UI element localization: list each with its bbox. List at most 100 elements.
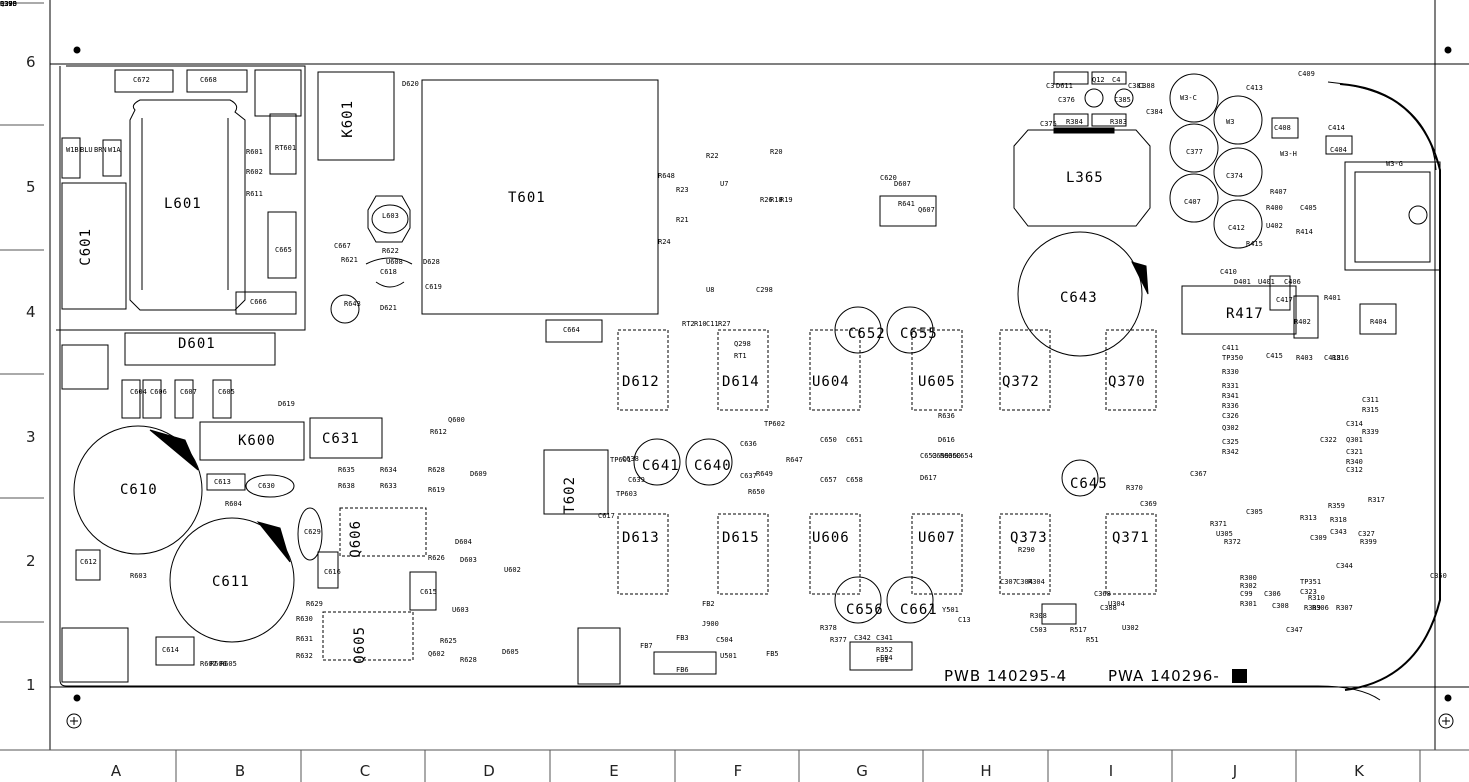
component-label-small: FB7 [640,642,653,650]
component-label-small: C342 [854,634,871,642]
component-label-small: TP601 [610,456,632,464]
row-label-5: 5 [26,178,36,196]
component-label-small: C381 [1128,82,1145,90]
component-label-small: R635 [940,452,957,460]
component-label-small: C665 [275,246,292,254]
component-label-small: R407 [1270,188,1287,196]
component-label-large: Q370 [1108,374,1146,390]
component-label-small: R352 [876,646,893,654]
component-label-small: C660 [944,452,961,460]
component-label-small: R622 [382,247,399,255]
component-label-large: U606 [812,530,850,546]
component-label-small: D395 [0,0,17,8]
component-label-small: R603 [130,572,147,580]
component-label-small: C13 [958,616,971,624]
component-label-small: Q301 [1346,436,1363,444]
component-label-large: T602 [562,476,578,514]
component-label-small: Q602 [428,650,445,658]
component-label-small: R20 [770,148,783,156]
component-label-small: R359 [1328,502,1345,510]
component-label-small: C654 [956,452,973,460]
component-label-large: C610 [120,482,158,498]
component-label-small: R628 [428,466,445,474]
component-label-small: C384 [1146,108,1163,116]
component-label-small: C636 [740,440,757,448]
component-label-large: T601 [508,190,546,206]
component-label-small: C343 [1330,528,1347,536]
component-label-small: R336 [1222,402,1239,410]
component-label-small: R399 [1360,538,1377,546]
component-label-large: C601 [78,228,94,266]
component-label-small: C306 [1264,590,1281,598]
component-label-small: C659 [932,452,949,460]
component-label-small: C664 [563,326,580,334]
component-label-small: U305 [1216,530,1233,538]
component-label-large: Q605 [352,626,368,664]
component-label-small: TP350 [1222,354,1244,362]
component-label-small: R415 [1246,240,1263,248]
pwb-label: PWB 140295-4 [944,667,1068,685]
component-label-small: C373 [0,0,17,8]
component-label-small: C653 [920,452,937,460]
component-label-small: U302 [1122,624,1139,632]
component-label-small: R339 [1362,428,1379,436]
component-label-small: R401 [1324,294,1341,302]
component-label-small: R317 [1368,496,1385,504]
component-label-small: R341 [1222,392,1239,400]
component-label-large: R417 [1226,306,1264,322]
component-label-small: D619 [278,400,295,408]
component-label-small: W1B [66,146,79,154]
component-label-small: R10 [694,320,707,328]
component-label-small: R304 [1028,578,1045,586]
component-label-small: C638 [622,455,639,463]
component-label-large: Q606 [348,520,364,558]
component-label-small: C327 [1358,530,1375,538]
component-label-small: C307 [1000,578,1017,586]
component-label-small: R313 [1300,514,1317,522]
pwa-label: PWA 140296- [1108,667,1220,685]
component-label-small: R21 [676,216,689,224]
row-label-4: 4 [26,303,36,321]
component-label-small: R643 [344,300,361,308]
component-label-small: D605 [502,648,519,656]
component-label-small: C376 [1058,96,1075,104]
component-label-small: R300 [1240,574,1257,582]
component-label-small: R402 [1294,318,1311,326]
component-label-small: R625 [440,637,457,645]
component-label-small: R601 [246,148,263,156]
component-label-small: D616 [938,436,955,444]
component-label-small: R23 [676,186,689,194]
component-label-small: C326 [1222,412,1239,420]
component-label-small: C409 [1298,70,1315,78]
component-label-small: D628 [423,258,440,266]
component-label-small: D611 [1056,82,1073,90]
component-label-small: C618 [380,268,397,276]
component-label-small: R316 [1332,354,1349,362]
component-label-small: R632 [296,652,313,660]
component-label-small: R611 [246,190,263,198]
component-label-small: R414 [1296,228,1313,236]
component-label-small: C619 [425,283,442,291]
component-label-small: C411 [1222,344,1239,352]
component-label-small: C413 [1246,84,1263,92]
col-label-g: G [856,762,868,780]
component-label-large: Q372 [1002,374,1040,390]
component-label-large: Q373 [1010,530,1048,546]
component-label-small: C367 [1190,470,1207,478]
component-label-small: C629 [304,528,321,536]
component-label-small: C617 [598,512,615,520]
component-label-small: U602 [504,566,521,574]
component-label-small: R404 [1370,318,1387,326]
component-label-small: R602 [246,168,263,176]
component-label-small: R384 [1066,118,1083,126]
component-label-small: C374 [1226,172,1243,180]
component-label-small: U7 [720,180,729,188]
component-label-small: U8 [706,286,715,294]
component-label-small: C503 [1030,626,1047,634]
component-label-small: C407 [1184,198,1201,206]
component-label-small: D603 [460,556,477,564]
component-label-small: Q12 [1092,76,1105,84]
component-label-small: FB5 [766,650,779,658]
component-label-small: R27 [718,320,731,328]
component-label-large: U607 [918,530,956,546]
